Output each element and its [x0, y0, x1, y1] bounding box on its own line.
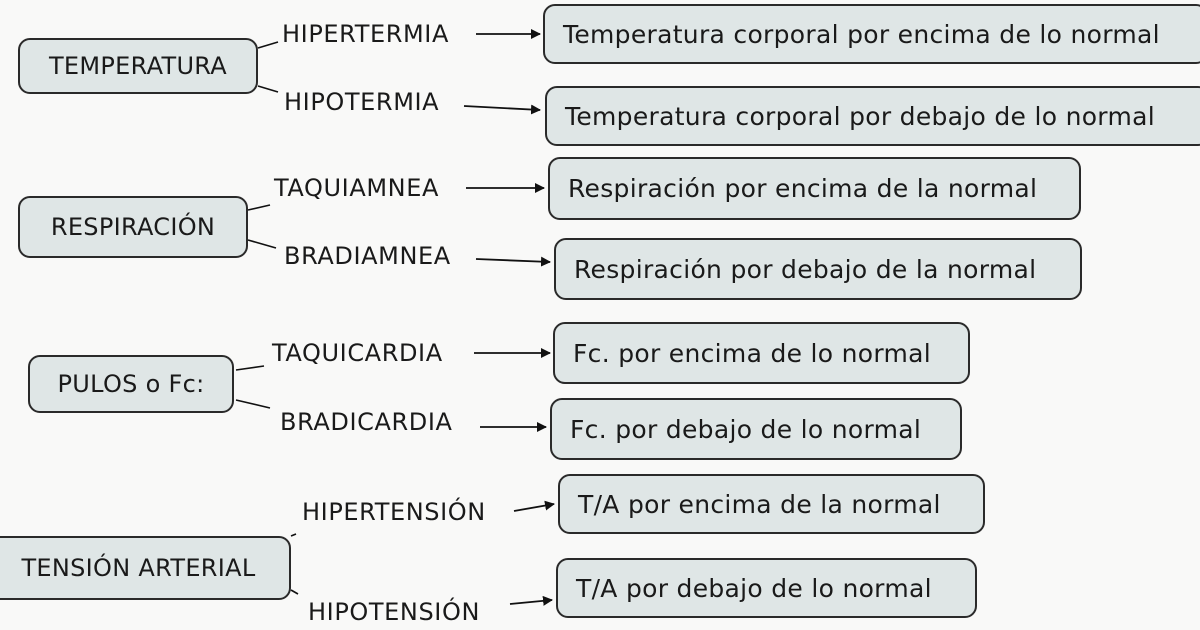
definition-taquiamnea: Respiración por encima de la normal	[548, 157, 1081, 220]
connector-line	[257, 41, 279, 49]
definition-hipertension: T/A por encima de la normal	[558, 474, 985, 534]
link-label-hipotermia: HIPOTERMIA	[284, 88, 440, 116]
connector-line	[235, 365, 265, 371]
concept-respiracion: RESPIRACIÓN	[18, 196, 248, 258]
connector-line	[257, 85, 279, 93]
concept-tension-arterial: TENSIÓN ARTERIAL	[0, 536, 291, 600]
link-label-bradiamnea: BRADIAMNEA	[284, 242, 451, 270]
definition-hipotermia: Temperatura corporal por debajo de lo no…	[545, 86, 1200, 146]
connector-line	[290, 589, 299, 595]
connector-line	[247, 204, 271, 211]
connector-line	[235, 399, 271, 409]
link-label-hipertermia: HIPERTERMIA	[282, 20, 449, 48]
link-label-hipotension: HIPOTENSIÓN	[308, 598, 481, 626]
link-label-taquicardia: TAQUICARDIA	[272, 339, 443, 367]
definition-hipotension: T/A por debajo de lo normal	[556, 558, 977, 618]
definition-taquicardia: Fc. por encima de lo normal	[553, 322, 970, 384]
concept-pulsos: PULOS o Fc:	[28, 355, 234, 413]
arrow-line	[509, 595, 553, 606]
definition-hipertermia: Temperatura corporal por encima de lo no…	[543, 4, 1200, 64]
connector-line	[290, 533, 297, 537]
arrow-line	[463, 104, 541, 115]
concept-temperatura: TEMPERATURA	[18, 38, 258, 94]
link-label-hipertension: HIPERTENSIÓN	[302, 498, 486, 526]
link-label-taquiamnea: TAQUIAMNEA	[274, 174, 439, 202]
definition-bradicardia: Fc. por debajo de lo normal	[550, 398, 962, 460]
connector-line	[247, 239, 277, 249]
arrow-line	[475, 256, 551, 267]
link-label-bradicardia: BRADICARDIA	[280, 408, 453, 436]
arrow-line	[513, 500, 555, 512]
definition-bradiamnea: Respiración por debajo de la normal	[554, 238, 1082, 300]
